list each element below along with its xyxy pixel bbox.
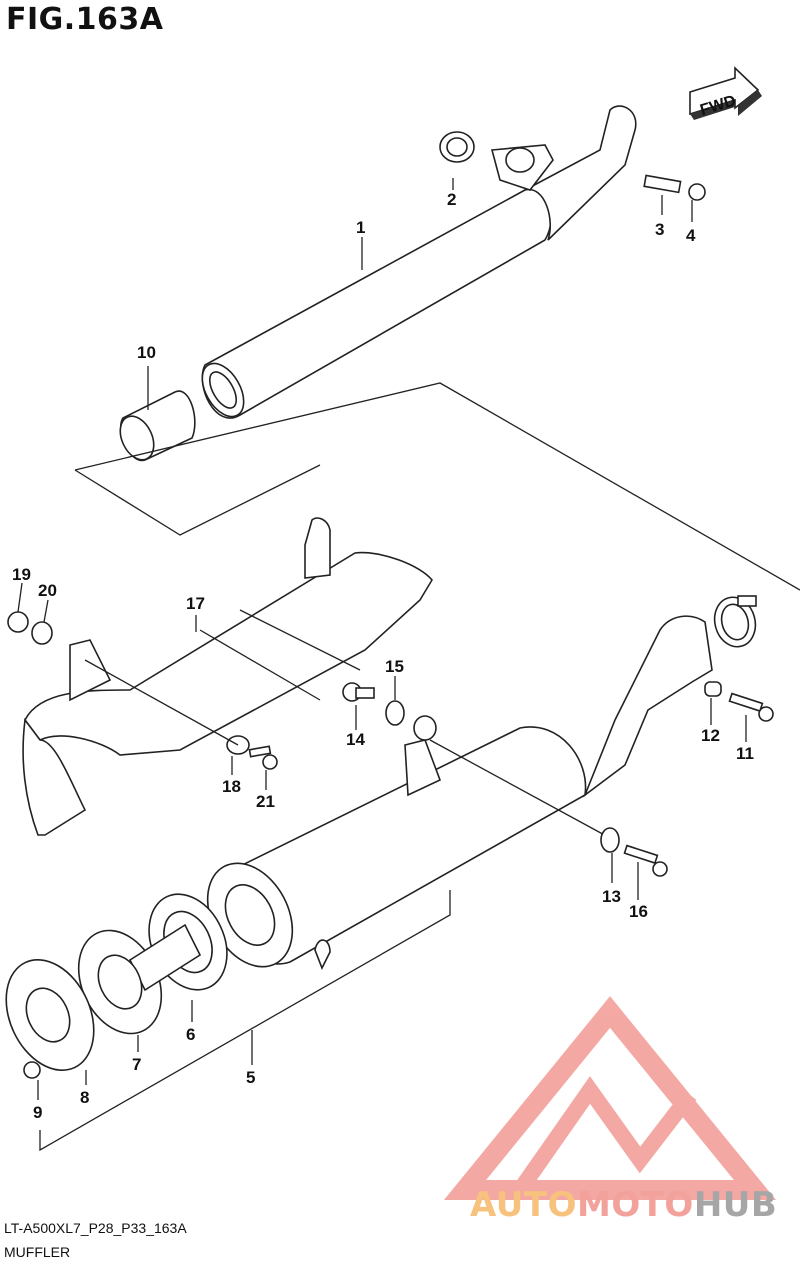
label-part-14: 14: [346, 730, 365, 749]
washer-top: [413, 715, 437, 741]
watermark-logo: [443, 996, 777, 1200]
label-part-8: 8: [80, 1088, 89, 1107]
clamp: [713, 595, 757, 648]
washer-20: [31, 621, 53, 645]
part-labels: 1 2 3 4 5 6 7 8 9 10 11 12 13 14 15 16 1…: [12, 190, 754, 1122]
connector-line: [74, 382, 800, 591]
stud-bolt: [643, 174, 682, 194]
figure-code: LT-A500XL7_P28_P33_163A: [4, 1220, 187, 1236]
bolt-19: [7, 611, 29, 633]
label-part-12: 12: [701, 726, 720, 745]
muffler-body: [206, 615, 713, 970]
figure-name: MUFFLER: [4, 1244, 71, 1260]
label-part-19: 19: [12, 565, 31, 584]
leader-line: [84, 659, 239, 746]
label-part-17: 17: [186, 594, 205, 613]
label-part-15: 15: [385, 657, 404, 676]
heat-shield: [22, 517, 433, 836]
label-part-13: 13: [602, 887, 621, 906]
label-part-6: 6: [186, 1025, 195, 1044]
label-part-20: 20: [38, 581, 57, 600]
label-part-7: 7: [132, 1055, 141, 1074]
leader-lines: [17, 178, 747, 1100]
label-part-10: 10: [137, 343, 156, 362]
label-part-11: 11: [736, 744, 754, 763]
exhaust-pipe: [201, 105, 637, 419]
end-cap-8: [5, 958, 95, 1072]
watermark-part-hub: HUB: [693, 1185, 778, 1225]
grommet-15: [385, 700, 405, 726]
nut: [688, 183, 706, 201]
watermark-part-moto: MOTO: [576, 1185, 694, 1225]
bolt-16: [623, 844, 668, 877]
label-part-5: 5: [246, 1068, 255, 1087]
leader-line: [429, 739, 611, 839]
fwd-arrow-icon: FWD: [689, 66, 762, 120]
bolt-21: [248, 745, 278, 770]
assembly-bracket: [39, 890, 451, 1152]
gasket: [439, 131, 475, 163]
bolt-11: [728, 692, 774, 722]
joint-pipe: [119, 390, 196, 462]
label-part-2: 2: [447, 190, 456, 209]
label-part-21: 21: [256, 792, 275, 811]
label-part-4: 4: [686, 226, 696, 245]
spark-arrester-7: [77, 923, 202, 1035]
connector-line: [74, 464, 321, 536]
bolt-9: [23, 1061, 41, 1079]
label-part-16: 16: [629, 902, 648, 921]
figure-title: FIG.163A: [6, 2, 164, 37]
label-part-3: 3: [655, 220, 664, 239]
watermark-text: AUTOMOTOHUB: [470, 1185, 777, 1225]
washer-13: [600, 827, 620, 853]
watermark-part-auto: AUTO: [470, 1185, 577, 1225]
bolt-14: [342, 682, 375, 702]
label-part-18: 18: [222, 777, 241, 796]
label-part-1: 1: [356, 218, 365, 237]
label-part-9: 9: [33, 1103, 42, 1122]
spacer-12: [704, 681, 722, 697]
